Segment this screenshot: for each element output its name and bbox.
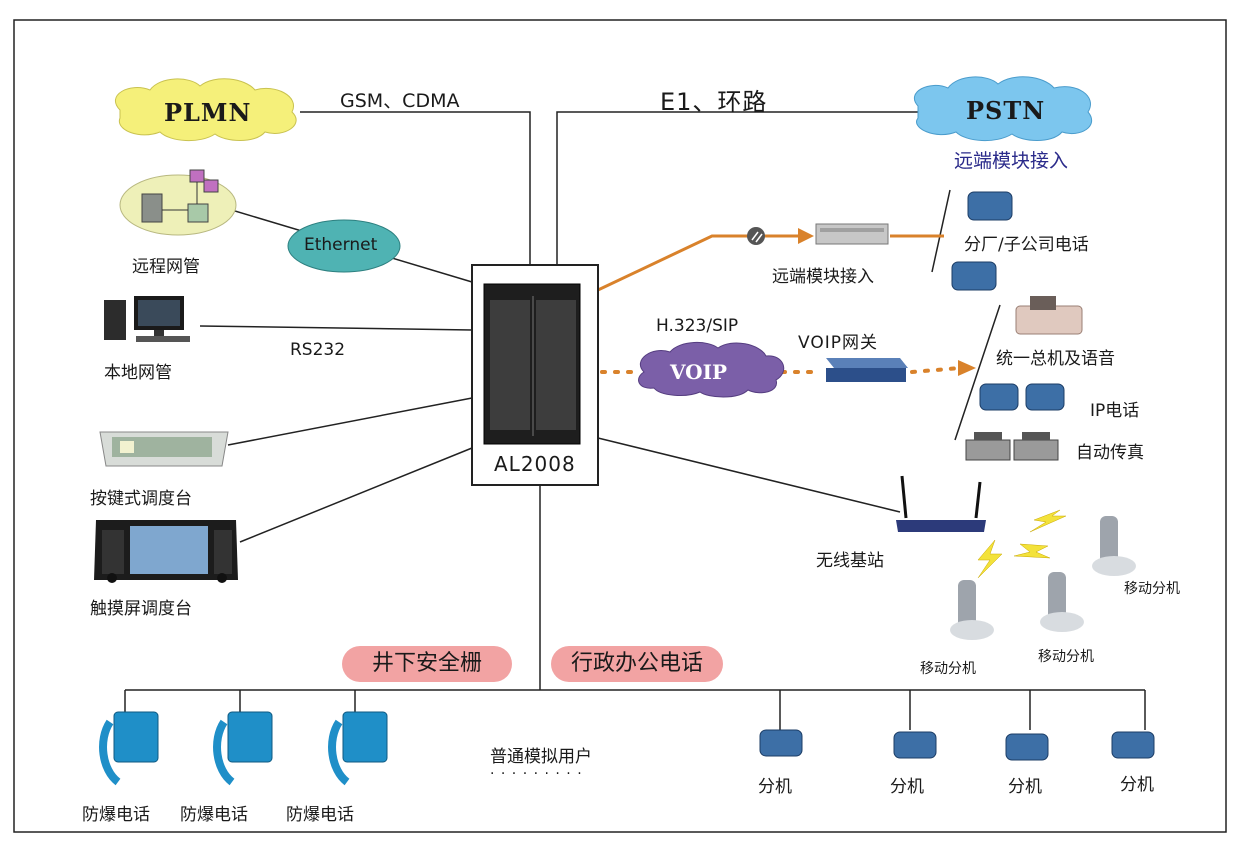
analog-users-label: 普通模拟用户 xyxy=(490,747,592,767)
mobile-ext-label-2: 移动分机 xyxy=(920,661,976,677)
explosion-phone-icons xyxy=(99,711,388,786)
touch-console-icon xyxy=(94,520,238,583)
connection-lines xyxy=(124,111,1146,730)
line-wireless xyxy=(597,437,901,513)
explosion-phone-label-2: 防爆电话 xyxy=(180,805,248,825)
e1-loop-label: E1、环路 xyxy=(660,88,768,116)
line-local-nms xyxy=(199,325,473,331)
rs232-label: RS232 xyxy=(290,340,346,360)
extension-label-3: 分机 xyxy=(1008,777,1042,797)
arrow-head-remote xyxy=(798,228,814,244)
extension-label-1: 分机 xyxy=(758,777,792,797)
mobile-ext-label-3: 移动分机 xyxy=(1038,649,1094,665)
remote-module-link xyxy=(597,234,944,292)
analog-users-dots: · · · · · · · · · xyxy=(490,766,583,782)
voip-label: VOIP xyxy=(670,360,727,384)
office-phone-pill: 行政办公电话 xyxy=(551,646,723,682)
desk-phone-icons xyxy=(759,191,1155,761)
line-pstn xyxy=(556,111,920,265)
remote-nms-icon xyxy=(119,169,237,236)
pstn-remote-caption: 远端模块接入 xyxy=(954,150,1069,172)
voip-cloud xyxy=(638,342,785,398)
branch-phone-label: 分厂/子公司电话 xyxy=(964,235,1089,255)
computer-icon xyxy=(104,296,190,342)
mobile-handset-icons xyxy=(950,516,1136,640)
key-console-icon xyxy=(99,431,229,467)
surge-protector-icon xyxy=(747,227,765,245)
h323-sip-label: H.323/SIP xyxy=(656,316,739,336)
gsm-cdma-label: GSM、CDMA xyxy=(340,90,460,112)
wireless-signal-icons xyxy=(977,509,1067,579)
plmn-cloud xyxy=(114,78,297,141)
outer-frame xyxy=(13,19,1227,833)
extension-label-4: 分机 xyxy=(1120,775,1154,795)
al2008-cabinet xyxy=(471,264,599,486)
arrow-head-voip xyxy=(958,360,976,376)
unified-switch-icon xyxy=(1015,296,1083,335)
ethernet-cloud xyxy=(287,219,401,273)
extension-label-2: 分机 xyxy=(890,777,924,797)
ethernet-label: Ethernet xyxy=(304,235,378,255)
pstn-cloud xyxy=(913,76,1093,141)
mobile-ext-label-1: 移动分机 xyxy=(1124,581,1180,597)
explosion-phone-label-3: 防爆电话 xyxy=(286,805,354,825)
line-plmn xyxy=(300,111,531,265)
wireless-base-icon xyxy=(896,475,986,532)
unified-switch-label: 统一总机及语音 xyxy=(996,349,1115,369)
auto-fax-label: 自动传真 xyxy=(1076,443,1144,463)
voip-gateway-label: VOIP网关 xyxy=(798,333,878,353)
key-console-label: 按键式调度台 xyxy=(90,489,192,509)
mine-barrier-pill: 井下安全栅 xyxy=(342,646,512,682)
line-touch-console xyxy=(239,447,473,543)
remote-nms-label: 远程网管 xyxy=(132,257,200,277)
touch-console-label: 触摸屏调度台 xyxy=(90,599,192,619)
remote-module-label: 远端模块接入 xyxy=(772,267,874,287)
line-key-console xyxy=(227,397,473,446)
wireless-base-label: 无线基站 xyxy=(816,551,884,571)
pstn-label: PSTN xyxy=(966,96,1046,125)
explosion-phone-label-1: 防爆电话 xyxy=(82,805,150,825)
al2008-label: AL2008 xyxy=(494,452,576,476)
local-nms-label: 本地网管 xyxy=(104,363,172,383)
remote-module-icon xyxy=(815,223,889,245)
plmn-label: PLMN xyxy=(164,98,252,127)
fax-icons xyxy=(965,432,1059,461)
ip-phone-label: IP电话 xyxy=(1090,401,1140,421)
voip-gateway-icon xyxy=(826,358,908,382)
voip-dotted-link xyxy=(600,366,962,374)
